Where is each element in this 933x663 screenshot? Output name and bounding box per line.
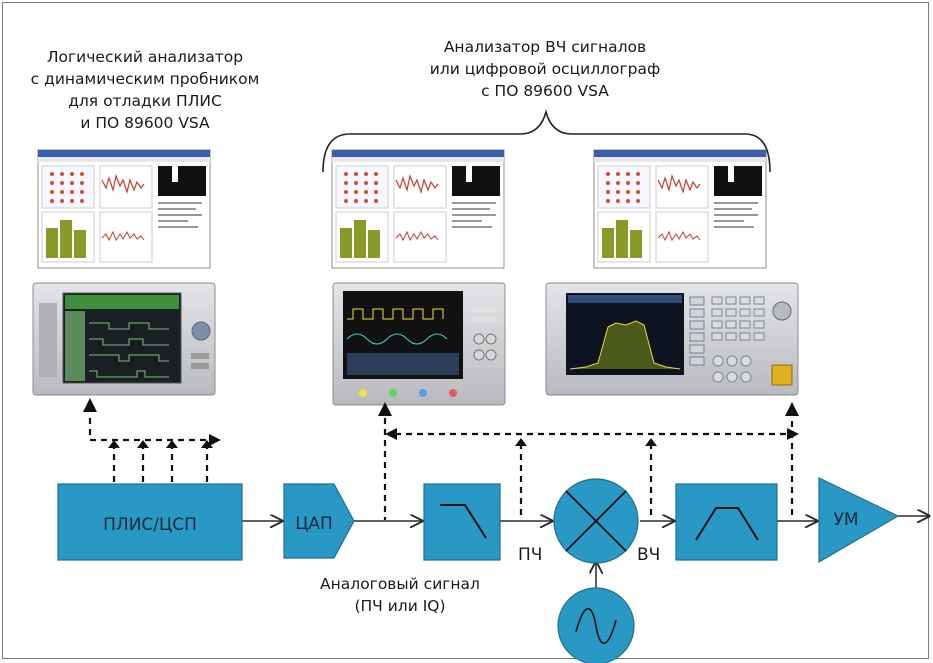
power-amplifier-label: УМ [833,510,858,530]
dac-block: ЦАП [283,483,355,559]
rf-signal-label: ВЧ [637,545,660,565]
analog-signal-label: Аналоговый сигнал (ПЧ или IQ) [300,573,500,617]
logic-analyzer-label-line-3: для отладки ПЛИС [68,92,222,110]
signal-analyzer-instrument [545,282,799,396]
rf-analyzer-label-line-1: Анализатор ВЧ сигналов [443,38,647,56]
power-amplifier-block: УМ [818,477,900,564]
fpga-dsp-block: ПЛИС/ЦСП [57,483,243,561]
rf-analyzer-label: Анализатор ВЧ сигналов или цифровой осци… [410,36,680,102]
logic-analyzer-label-line-1: Логический анализатор [46,48,244,66]
analog-signal-label-line-1: Аналоговый сигнал [320,575,480,593]
software-screenshot-left [37,149,211,269]
grouping-brace [322,108,771,173]
fpga-dsp-label: ПЛИС/ЦСП [103,515,197,535]
logic-analyzer-instrument [32,282,216,396]
analog-signal-label-line-2: (ПЧ или IQ) [354,597,446,615]
logic-analyzer-label: Логический анализатор с динамическим про… [10,46,280,134]
if-signal-label: ПЧ [518,545,542,565]
signal-chain-lines [242,516,929,588]
software-screenshot-middle [331,149,505,269]
rf-analyzer-label-line-3: с ПО 89600 VSA [481,82,609,100]
lowpass-filter-block [423,483,501,561]
local-oscillator-block [557,587,635,663]
probe-arrowheads [83,398,799,448]
software-screenshot-right [593,149,767,269]
logic-analyzer-label-line-2: с динамическим пробником [30,70,260,88]
oscilloscope-instrument [332,282,506,406]
mixer-block [553,478,639,564]
logic-analyzer-label-line-4: и ПО 89600 VSA [80,114,210,132]
bandpass-filter-block [675,483,778,561]
rf-analyzer-label-line-2: или цифровой осциллограф [429,60,661,78]
dac-label: ЦАП [295,514,333,534]
